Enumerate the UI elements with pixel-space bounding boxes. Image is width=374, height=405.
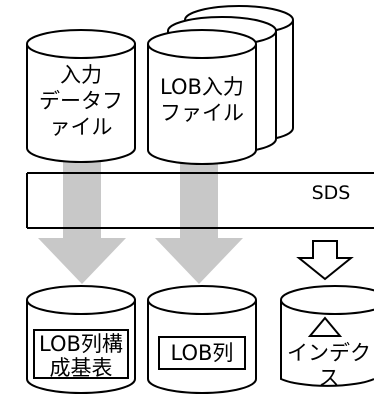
index-label-line-2: ス [319, 366, 340, 390]
lob-column-table-label-line-1: LOB列構 [39, 332, 123, 356]
lob-input-file-label-line-1: LOB入力 [160, 75, 244, 99]
input-data-file-label-line-2: データフ [39, 89, 123, 113]
sds-band: SDS [26, 172, 374, 229]
lob-column-box [158, 336, 246, 370]
input-data-file-label-line-1: 入力 [60, 63, 102, 87]
input-data-file-cylinder: 入力 データフ ァイル [26, 29, 136, 163]
lob-column-cylinder: LOB列 [147, 285, 257, 394]
input-data-file-label-line-3: ァイル [50, 115, 113, 139]
lob-input-file-stack: LOB入力 ファイル [147, 5, 294, 165]
down-arrow-outline-icon [296, 240, 354, 281]
index-cylinder: インデク ス [280, 285, 374, 390]
sds-label: SDS [312, 182, 351, 204]
index-label-line-1: インデク [287, 341, 371, 365]
lob-column-table-box [33, 329, 129, 379]
lob-input-file-label-line-2: ファイル [160, 101, 244, 125]
triangle-up-icon [307, 316, 343, 337]
lob-column-label: LOB列 [171, 341, 234, 365]
flow-arrow-input-data-shaft [63, 174, 101, 227]
lob-column-table-label-line-2: 成基表 [50, 356, 113, 380]
flow-arrow-lob-input-shaft [180, 174, 218, 227]
lob-column-table-cylinder: LOB列構 成基表 [26, 285, 136, 394]
